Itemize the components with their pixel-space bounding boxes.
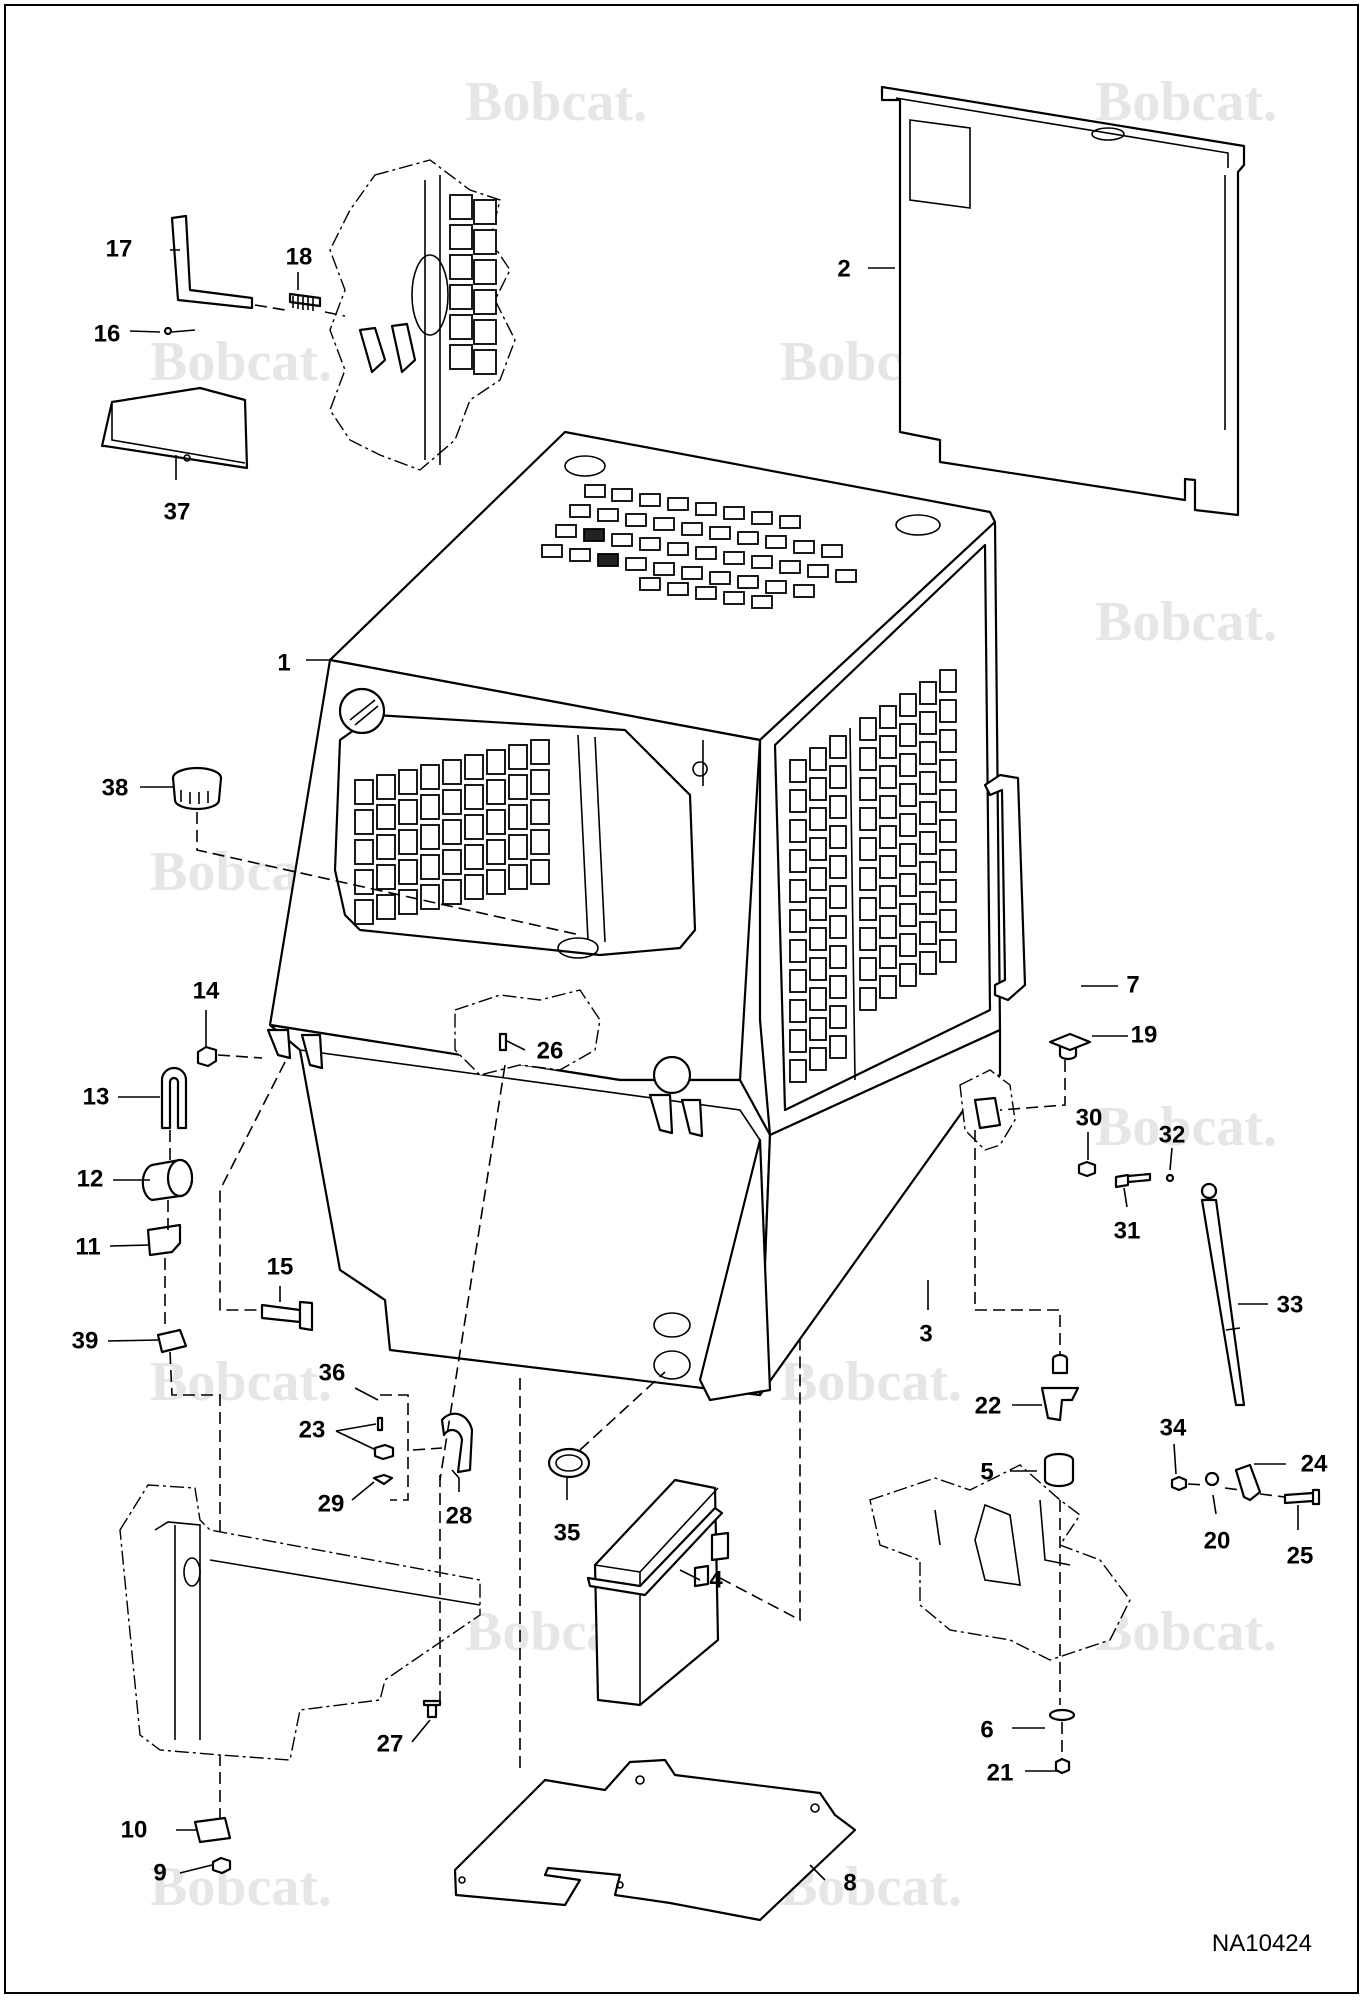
- callout-30: 30: [1076, 1104, 1103, 1131]
- callout-21: 21: [987, 1759, 1014, 1786]
- watermark-text: Bobcat.: [150, 1856, 332, 1918]
- side-mesh-grid: [789, 669, 957, 1083]
- callout-17: 17: [106, 235, 133, 262]
- watermark-text: Bobcat.: [465, 71, 647, 133]
- watermark-text: Bobcat.: [150, 331, 332, 393]
- door-phantom-section: [329, 159, 516, 471]
- callout-36: 36: [319, 1359, 346, 1386]
- watermark-text: Bobcat.: [1095, 71, 1277, 133]
- callout-26: 26: [537, 1037, 564, 1064]
- floor-plate-part-8: [453, 1758, 857, 1922]
- callout-5: 5: [980, 1458, 993, 1485]
- document-id: NA10424: [1212, 1930, 1312, 1957]
- callout-12: 12: [77, 1165, 104, 1192]
- watermark-text: Bobcat.: [780, 1351, 962, 1413]
- callout-1: 1: [277, 649, 290, 676]
- rear-panel-part-2: [880, 85, 1246, 517]
- roof-vent-grid: [541, 484, 857, 609]
- grommet-part-35: [547, 1371, 666, 1479]
- callout-18: 18: [286, 243, 313, 270]
- callout-24: 24: [1301, 1450, 1328, 1477]
- callout-2: 2: [837, 255, 850, 282]
- callout-16: 16: [94, 320, 121, 347]
- front-window-mesh: [354, 739, 550, 925]
- callout-6: 6: [980, 1716, 993, 1743]
- callout-15: 15: [267, 1253, 294, 1280]
- cap-part-38: [171, 766, 581, 936]
- door-mesh-grid: [449, 194, 497, 375]
- callout-10: 10: [121, 1816, 148, 1843]
- callout-7: 7: [1126, 971, 1139, 998]
- callout-22: 22: [975, 1392, 1002, 1419]
- callout-14: 14: [193, 977, 220, 1004]
- callout-29: 29: [318, 1490, 345, 1517]
- battery-box-part-4: [519, 1335, 801, 1770]
- callout-37: 37: [164, 498, 191, 525]
- callout-23: 23: [299, 1416, 326, 1443]
- callout-31: 31: [1114, 1217, 1141, 1244]
- callout-13: 13: [83, 1083, 110, 1110]
- callout-9: 9: [153, 1859, 166, 1886]
- cab-assembly-part-1: [266, 430, 1027, 1402]
- left-hardware: [141, 1045, 314, 1820]
- callout-32: 32: [1159, 1121, 1186, 1148]
- watermark-text: Bobcat.: [150, 1351, 332, 1413]
- callout-39: 39: [72, 1327, 99, 1354]
- callout-leaders: [107, 249, 1299, 1881]
- bracket-part-37: [100, 386, 249, 470]
- watermark-text: Bobcat.: [1095, 1601, 1277, 1663]
- callout-19: 19: [1131, 1021, 1158, 1048]
- callout-35: 35: [554, 1519, 581, 1546]
- callout-33: 33: [1277, 1291, 1304, 1318]
- callout-8: 8: [843, 1869, 856, 1896]
- screw-part-26: [498, 1032, 508, 1052]
- watermark-text: Bobcat.: [1095, 1096, 1277, 1158]
- callout-11: 11: [75, 1233, 100, 1260]
- latch-pin-part-17: [163, 214, 346, 336]
- callout-34: 34: [1160, 1414, 1187, 1441]
- watermark-text: Bobcat.: [1095, 591, 1277, 653]
- callout-3: 3: [919, 1320, 932, 1347]
- frame-phantom-left: [119, 1484, 481, 1875]
- callout-20: 20: [1204, 1527, 1231, 1554]
- right-hardware: [869, 1032, 1321, 1775]
- callout-28: 28: [446, 1502, 473, 1529]
- callout-4: 4: [709, 1566, 723, 1593]
- phantom-cutout-26: [454, 989, 601, 1076]
- callout-25: 25: [1287, 1542, 1314, 1569]
- center-hardware: [372, 1064, 506, 1719]
- callout-38: 38: [102, 774, 129, 801]
- callout-27: 27: [377, 1730, 404, 1757]
